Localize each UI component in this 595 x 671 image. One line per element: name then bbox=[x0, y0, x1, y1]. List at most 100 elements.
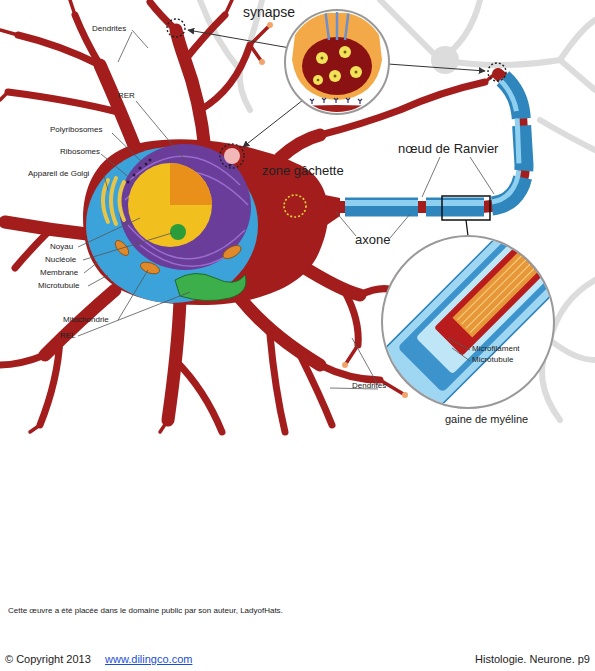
leader-lines-part bbox=[136, 101, 185, 160]
myelin-sheath-part bbox=[345, 198, 418, 217]
background-neurons-part bbox=[380, 0, 440, 60]
synapse-zoom-part-part-part bbox=[316, 52, 328, 64]
synapse-zoom-part-part bbox=[280, 105, 395, 120]
myelin-zoom-part bbox=[321, 186, 595, 469]
credit-note: Cette œuvre a été placée dans le domaine… bbox=[8, 607, 283, 615]
synapse-zoom-part bbox=[280, 8, 395, 120]
synapse-zoom-part-part bbox=[310, 98, 362, 104]
dendrite-branch-part bbox=[0, 355, 45, 365]
golgi-part bbox=[120, 182, 125, 220]
part-label: Noyau bbox=[50, 243, 73, 251]
synapse-zoom-part-part-part bbox=[336, 8, 339, 40]
leader-lines-part bbox=[448, 338, 470, 350]
leader-lines-part bbox=[390, 214, 410, 238]
soma-organelles bbox=[86, 144, 258, 303]
dendrite-tips-part bbox=[259, 59, 265, 65]
soma-organelles-part bbox=[170, 163, 212, 205]
soma-organelles-part bbox=[170, 224, 186, 240]
background-neurons-part bbox=[550, 280, 595, 340]
myelin-sheath-part bbox=[492, 80, 519, 202]
part-label: RER bbox=[118, 92, 135, 100]
background-neurons-part bbox=[540, 120, 595, 150]
leader-lines-part bbox=[452, 348, 470, 361]
part-label: Dendrites bbox=[352, 382, 386, 390]
synapse-zoom-part-part-part bbox=[325, 8, 329, 40]
leader-lines-part bbox=[132, 30, 148, 48]
mitochondria bbox=[113, 238, 243, 276]
synapse-zoom-part bbox=[188, 30, 290, 48]
leader-lines-part bbox=[78, 218, 140, 247]
synapse-zoom-part-part-part bbox=[321, 57, 324, 60]
dendrite-trunk-part bbox=[280, 135, 320, 158]
part-label: Dendrites bbox=[92, 25, 126, 33]
leader-lines bbox=[78, 30, 494, 389]
myelin-zoom bbox=[321, 186, 595, 469]
background-neurons-part bbox=[560, 20, 595, 60]
marker-circles-part bbox=[284, 195, 306, 217]
synapse-zoom-part-part-part bbox=[329, 70, 341, 82]
dendrite-branch-part bbox=[200, 45, 250, 110]
part-label: zone gâchette bbox=[262, 164, 344, 177]
part-label: nœud de Ranvier bbox=[398, 142, 498, 155]
website-link: www.dilingco.com bbox=[105, 654, 192, 665]
myelin-zoom-part-part-part bbox=[457, 208, 581, 332]
marker-circles-part bbox=[224, 148, 240, 164]
page-footer: Histologie. Neurone. p9 bbox=[475, 654, 590, 665]
leader-lines-part bbox=[352, 338, 378, 385]
dendrite-twig-part bbox=[250, 25, 270, 45]
myelin-zoom-part-part-part bbox=[434, 200, 590, 356]
ribosomes-part bbox=[149, 159, 152, 162]
myelin-zoom-part-part-part bbox=[397, 192, 595, 393]
leader-lines-part bbox=[104, 175, 108, 190]
part-label: Microtubule bbox=[38, 282, 79, 290]
dendrite-twig-part bbox=[0, 30, 18, 35]
synapse-zoom-part-part-part bbox=[345, 8, 349, 40]
dendrite-branch-part bbox=[150, 2, 176, 30]
marker-circles-part bbox=[488, 63, 506, 81]
myelin-zoom-part-part-part-part bbox=[466, 217, 578, 329]
part-label: Mitochondrie bbox=[63, 316, 109, 324]
dendrite-twig-part bbox=[70, 0, 75, 15]
part-label: Appareil de Golgi bbox=[28, 170, 89, 178]
ribosomes-part bbox=[139, 167, 142, 170]
leader-lines-part bbox=[118, 270, 148, 320]
synapse-zoom-part-part-part bbox=[355, 71, 358, 74]
synapse-zoom-part-part-part bbox=[334, 98, 338, 103]
synapse-zoom-part-part-part bbox=[358, 99, 362, 104]
synapse-zoom-part bbox=[388, 64, 485, 71]
dendrite-trunk-part bbox=[240, 298, 320, 365]
synapse-zoom-part-part bbox=[313, 46, 362, 85]
synapse-zoom-part-part-part bbox=[313, 75, 323, 85]
myelin-sheath-part bbox=[426, 198, 484, 217]
leader-lines-part bbox=[78, 292, 190, 336]
part-label: Microtubule bbox=[472, 356, 513, 364]
dendrite-trunk-part bbox=[45, 290, 115, 355]
golgi bbox=[103, 178, 124, 224]
dendrite-branch-part bbox=[185, 15, 225, 60]
leader-lines-part bbox=[83, 233, 172, 260]
myelin-sheath-part bbox=[492, 76, 524, 206]
background-neurons-part bbox=[240, 70, 250, 110]
synapse-zoom-part-part-part bbox=[339, 46, 351, 58]
synapse-zoom-part-part bbox=[325, 8, 349, 40]
synapse-zoom-part-part-part bbox=[350, 66, 362, 78]
dendrite-tips-part bbox=[267, 22, 273, 28]
dendrite-branch-part bbox=[8, 92, 118, 112]
myelin-zoom-part-part-part bbox=[452, 205, 585, 338]
myelin-zoom-part-part bbox=[321, 186, 595, 469]
synapse-zoom-part-part-part bbox=[344, 51, 347, 54]
golgi-part bbox=[111, 178, 116, 224]
marker-circles bbox=[167, 19, 506, 217]
part-label: gaine de myéline bbox=[445, 414, 528, 425]
mitochondria-part bbox=[139, 260, 161, 276]
marker-circles-part bbox=[220, 144, 244, 168]
myelin-zoom-part-part-part-part bbox=[462, 212, 574, 324]
copyright-text: © Copyright 2013 bbox=[5, 654, 91, 665]
part-label: synapse bbox=[243, 5, 295, 19]
ribosomes-part bbox=[229, 164, 232, 167]
myelin-zoom-part bbox=[382, 236, 554, 408]
synapse-zoom-part bbox=[243, 100, 303, 147]
